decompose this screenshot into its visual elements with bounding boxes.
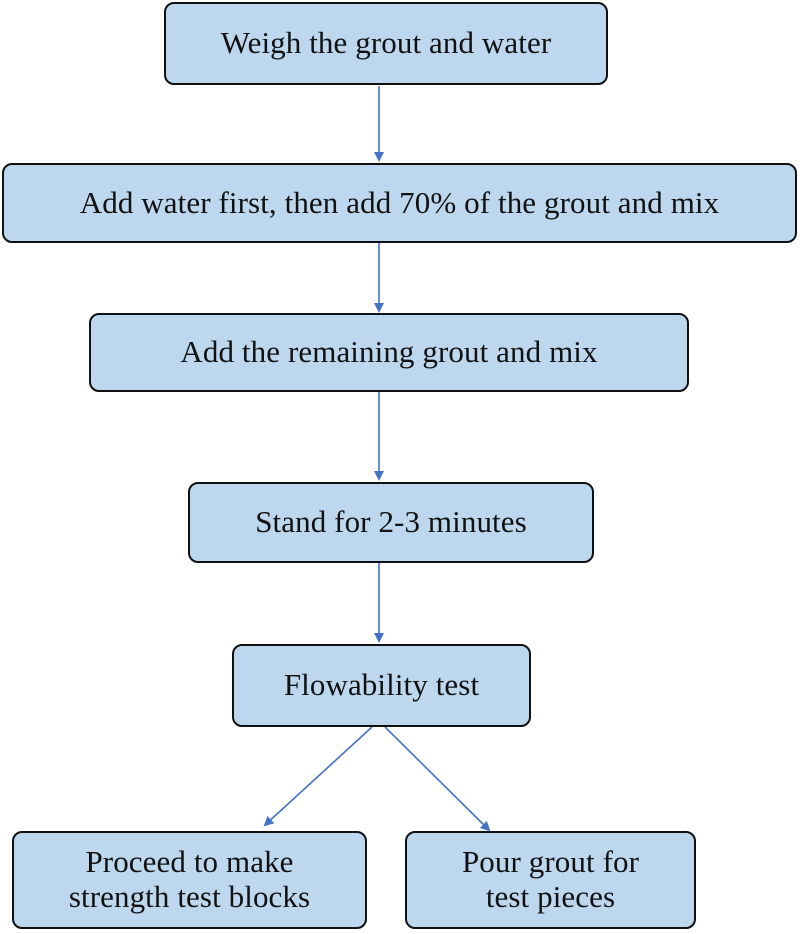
arrow-flowability-to-pour [384, 726, 491, 832]
step-flowability-label: Flowability test [283, 667, 480, 703]
step-add-remaining-label: Add the remaining grout and mix [180, 334, 598, 370]
step-add-water-box: Add water first, then add 70% of the gro… [2, 163, 797, 243]
branch-pour-line2: test pieces [485, 879, 616, 914]
step-stand-box: Stand for 2-3 minutes [188, 482, 594, 563]
branch-strength-text: Proceed to make strength test blocks [69, 845, 310, 914]
branch-strength-box: Proceed to make strength test blocks [12, 831, 367, 929]
branch-strength-line1: Proceed to make [85, 844, 294, 880]
step-weigh-box: Weigh the grout and water [164, 2, 608, 85]
branch-strength-line2: strength test blocks [68, 879, 311, 914]
step-add-water-label: Add water first, then add 70% of the gro… [79, 184, 720, 220]
step-weigh-label: Weigh the grout and water [220, 25, 552, 61]
arrow-flowability-to-strength [263, 726, 373, 827]
step-add-remaining-box: Add the remaining grout and mix [89, 313, 689, 392]
step-flowability-box: Flowability test [232, 644, 531, 727]
branch-pour-text: Pour grout for test pieces [462, 845, 639, 914]
branch-pour-line1: Pour grout for [461, 844, 640, 880]
branch-pour-box: Pour grout for test pieces [405, 831, 696, 929]
step-stand-label: Stand for 2-3 minutes [255, 504, 527, 540]
